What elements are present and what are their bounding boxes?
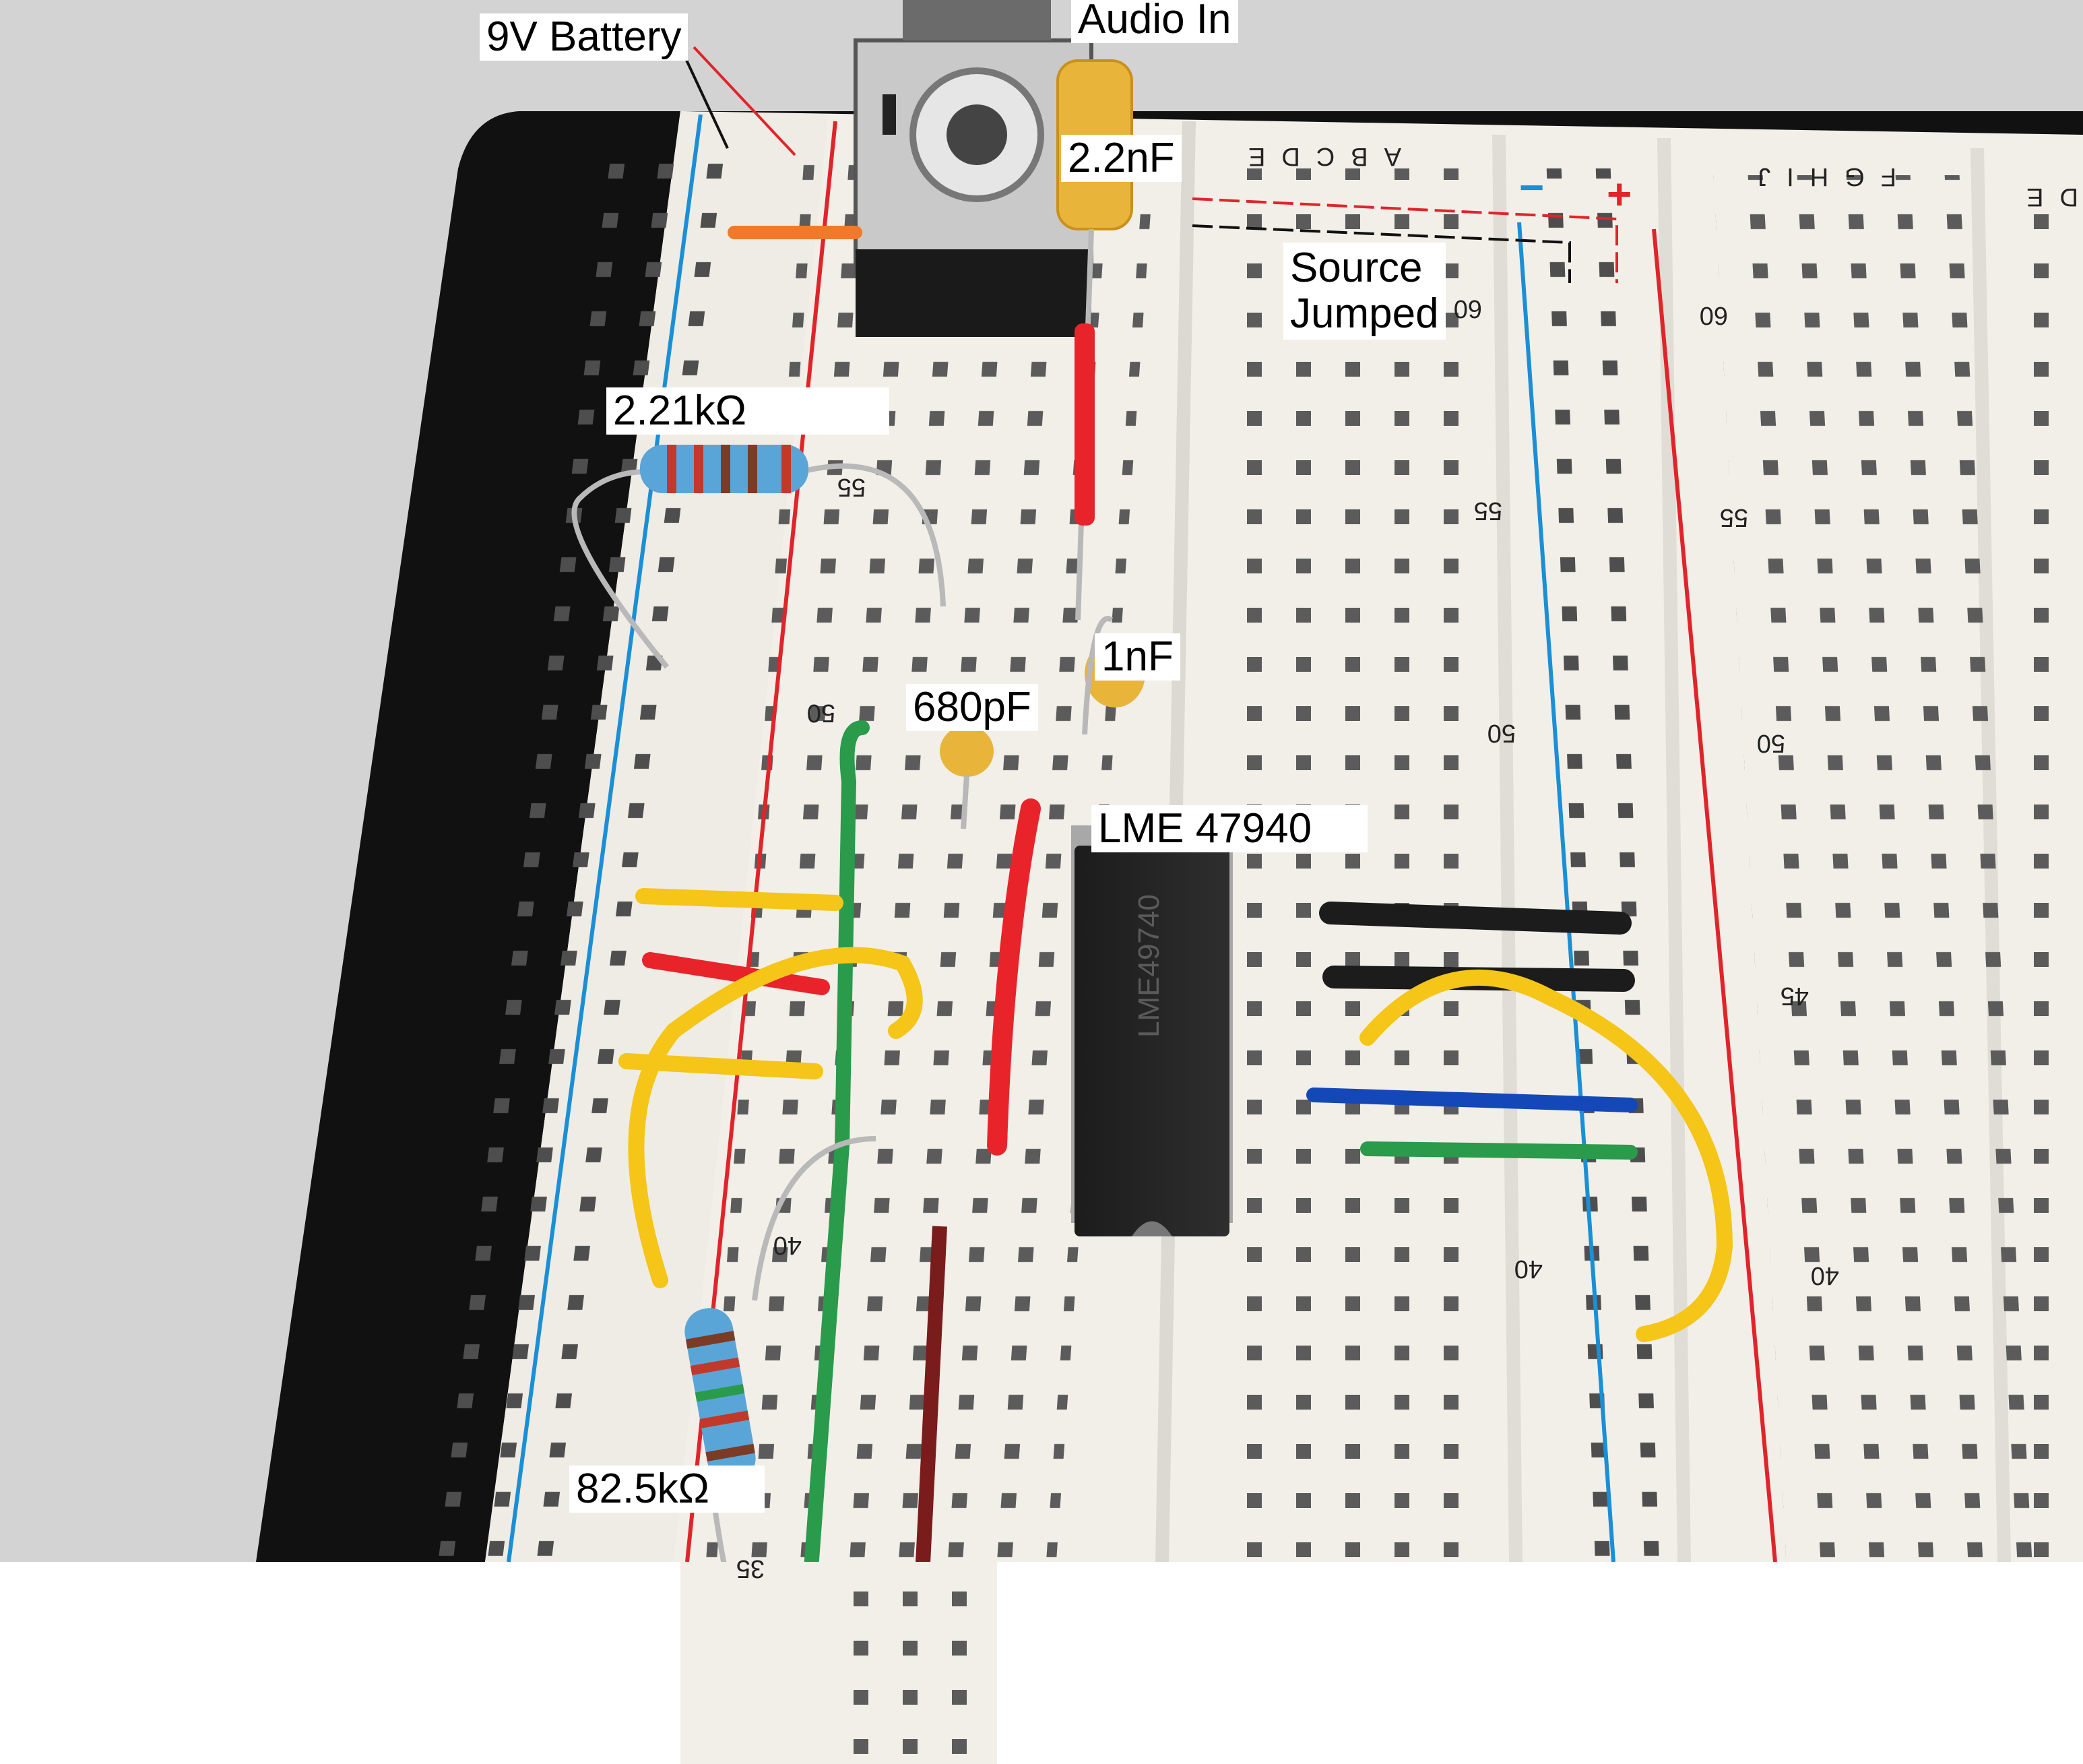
label-cap-1nf: 1nF [1095, 633, 1180, 681]
yellow-jumper-loop [628, 947, 923, 1288]
battery-wire-black [679, 46, 729, 149]
rail-line-blue-right [1517, 222, 1615, 1563]
row-number-50-center: 50 [1487, 719, 1516, 747]
hole-grid-center [1213, 168, 1482, 1562]
cap-680pf-lead [961, 774, 969, 829]
label-audio-in: Audio In [1071, 0, 1238, 43]
row-number-55-left: 55 [837, 473, 866, 501]
row-number-60-right: 60 [1700, 301, 1728, 329]
green-wire [794, 720, 870, 1705]
row-number-55-center: 55 [1474, 497, 1502, 525]
hole-grid-left [705, 162, 1155, 1562]
row-number-60-center: 60 [1454, 294, 1482, 323]
res-82-5k [684, 1308, 756, 1482]
row-number-45-right: 45 [1781, 982, 1809, 1010]
cap-680pf [940, 726, 994, 777]
hole-grid-far [2014, 182, 2083, 1562]
label-battery: 9V Battery [480, 13, 688, 61]
yellow-jumper-right [1359, 969, 1733, 1342]
silk-letters-left: ABCDE [1232, 142, 1401, 170]
row-number-35: 35 [736, 1554, 765, 1583]
rail-line-blue-left [507, 114, 703, 1563]
right-rail-divider-1 [1492, 135, 1523, 1562]
label-res-82-5k: 82.5kΩ [569, 1466, 765, 1513]
rail-minus-sign: − [1519, 163, 1544, 212]
silk-letters-far: DE [2010, 183, 2078, 211]
blue-jumper [1306, 1088, 1638, 1112]
row-number-50-left: 50 [807, 699, 835, 727]
black-jumper-1 [1319, 902, 1632, 935]
source-wire-black [1192, 224, 1571, 283]
row-number-55-right: 55 [1720, 503, 1748, 532]
silk-letters-right: FGHIJ [1741, 162, 1896, 191]
rail-plus-sign: + [1607, 170, 1632, 218]
red-jumper-top [1075, 323, 1095, 526]
label-cap-2-2nf: 2.2nF [1061, 135, 1182, 182]
source-wire-red [1192, 197, 1618, 283]
label-source-jumped: Source Jumped [1283, 243, 1446, 340]
ic-chip: LME49740 [1071, 825, 1233, 1236]
row-number-40-left: 40 [773, 1231, 802, 1259]
hole-grid-right [1713, 175, 2043, 1562]
label-res-2-21k: 2.21kΩ [606, 387, 889, 435]
ic-marking: LME49740 [1132, 894, 1165, 1038]
audio-jack [854, 0, 1093, 337]
battery-wire-red [693, 46, 796, 156]
label-cap-680pf: 680pF [906, 684, 1038, 731]
white-margin [0, 1562, 2083, 1764]
row-number-50-right: 50 [1757, 729, 1785, 757]
label-ic: LME 47940 [1091, 805, 1368, 852]
red-jumper-middle [987, 798, 1041, 1156]
res-2-21k-lead [571, 463, 946, 669]
right-rail-divider-2 [1657, 138, 1691, 1562]
rail-line-red-right [1652, 228, 1777, 1563]
green-jumper-right [1360, 1141, 1638, 1160]
lower-board-holes [829, 1562, 997, 1764]
res-2-21k [640, 445, 808, 493]
yellow-jumper-1 [635, 888, 843, 911]
row-number-40-center: 40 [1514, 1255, 1543, 1283]
red-jumper-left [642, 952, 830, 995]
hole-grid-right-rail [1535, 168, 1692, 1562]
row-number-40-right: 40 [1811, 1261, 1839, 1290]
